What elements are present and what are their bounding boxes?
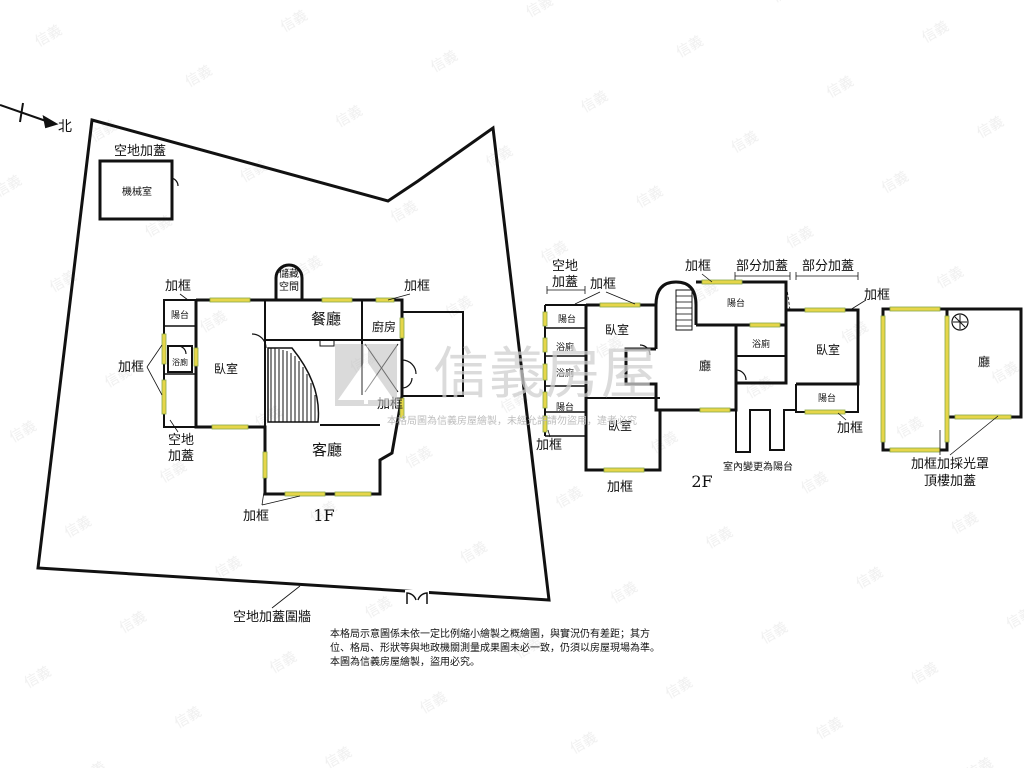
- watermark-sub: 本格局圖為信義房屋繪製，未經允許請勿盜用，違者必究: [387, 414, 637, 427]
- f2-bedroom-3: 臥室: [816, 342, 840, 357]
- floor1-label: 1F: [313, 506, 334, 525]
- f2-bath-3: 浴廁: [752, 338, 770, 350]
- disclaimer-line-1: 本格局示意圖係未依一定比例縮小繪製之概繪圖，與實況仍有差距；其方: [330, 629, 650, 640]
- f2-frame-3: 加框: [864, 288, 890, 303]
- f2-hall: 廳: [699, 358, 711, 373]
- floor1-staircase: [267, 347, 320, 423]
- storage-label-2: 空間: [279, 280, 299, 293]
- frame-note-2: 加框: [404, 279, 430, 294]
- floor1-windows: [161, 297, 405, 497]
- watermark-brand: 信義房屋: [433, 342, 657, 407]
- floor2-door-2: [735, 369, 747, 381]
- north-label: 北: [58, 119, 72, 135]
- living-label: 客廳: [312, 441, 342, 459]
- f2-frame-2-leader: [701, 273, 713, 283]
- balcony-label: 陽台: [171, 309, 189, 321]
- f2-frame-3-leader: [849, 299, 867, 311]
- f2-bath-1: 浴廁: [556, 341, 574, 353]
- vacant-addon-left-2: 加蓋: [168, 449, 194, 464]
- storage-label-1: 儲藏: [279, 268, 299, 280]
- f2-frame-1-leaders: [574, 291, 636, 305]
- f2-partial-addon-1: 部分加蓋: [736, 259, 788, 274]
- frame-note-bottom: 加框: [243, 509, 269, 524]
- frame-note-left: 加框: [118, 360, 144, 375]
- boundary-gate-gap: [405, 590, 429, 606]
- f2-vacant-addon-2: 加蓋: [552, 275, 578, 290]
- f2-partial-addon-2-bracket: [795, 272, 859, 280]
- f2-frame-1: 加框: [590, 277, 616, 292]
- floor2-stair-steps: [676, 295, 692, 327]
- mechanical-room-label: 機械室: [122, 185, 152, 198]
- f2-balcony-1: 陽台: [558, 313, 576, 325]
- f2-bedroom-2: 臥室: [608, 418, 632, 433]
- f2-frame-6: 加框: [607, 480, 633, 495]
- bathroom-label: 浴廁: [172, 357, 188, 367]
- f2-balcony-2: 陽台: [556, 401, 574, 413]
- brand-watermark: [335, 344, 397, 406]
- mechanical-room: [98, 159, 174, 221]
- roof-note-leaders: [939, 415, 999, 456]
- f2-partial-addon-2: 部分加蓋: [802, 259, 854, 274]
- f2-balcony-3: 陽台: [727, 297, 745, 309]
- mechanical-room-door: [170, 177, 179, 187]
- f2-bath-2: 浴廁: [556, 367, 574, 379]
- vacant-addon-left-leader: [169, 419, 179, 433]
- dining-label: 餐廳: [311, 310, 341, 328]
- compass: [0, 102, 59, 129]
- roof-windows: [880, 306, 1012, 453]
- frame-note-left-leaders: [146, 344, 163, 396]
- vacant-addon-top-label: 空地加蓋: [114, 144, 166, 159]
- boundary-wall-note: 空地加蓋圍牆: [233, 610, 311, 625]
- floor2-door-1: [639, 344, 651, 356]
- f2-frame-2: 加框: [685, 259, 711, 274]
- frame-note-1-leader: [179, 293, 189, 301]
- f2-frame-5: 加框: [536, 438, 562, 453]
- frame-note-2-leader: [387, 293, 411, 301]
- frame-note-bottom-leaders: [261, 477, 301, 506]
- roof-hall: 廳: [978, 354, 990, 369]
- f2-vacant-addon-bracket: [546, 286, 586, 294]
- disclaimer-line-2: 位、格局、形狀等與地政機關測量成果圖未必一致，仍須以房屋現場為準。: [330, 643, 660, 654]
- boundary-gate: [406, 592, 428, 604]
- roof-addon: 頂樓加蓋: [924, 474, 976, 489]
- disclaimer: 本格局示意圖係未依一定比例縮小繪製之概繪圖，與實況仍有差距；其方 位、格局、形狀…: [330, 628, 750, 670]
- f2-frame-5-leader: [547, 429, 551, 438]
- f2-partial-addon-1-bracket: [734, 272, 791, 280]
- bath-door: [177, 345, 187, 355]
- site-boundary: [36, 118, 551, 602]
- f2-indoor-change: 室內變更為陽台: [723, 460, 793, 473]
- bedroom-door: [251, 333, 267, 349]
- disclaimer-line-3: 本圖為信義房屋繪製，盜用必究。: [330, 657, 480, 668]
- bedroom-label: 臥室: [214, 361, 238, 376]
- f2-frame-4-leader: [837, 412, 847, 421]
- f2-vacant-addon-1: 空地: [552, 259, 578, 274]
- boundary-wall-leader: [271, 585, 301, 609]
- roof-frame-skylight: 加框加採光罩: [911, 457, 989, 472]
- floor1-counter: [319, 339, 335, 347]
- vacant-addon-left-1: 空地: [168, 433, 194, 448]
- frame-note-1: 加框: [165, 279, 191, 294]
- kitchen-label: 廚房: [372, 319, 396, 334]
- floor2-windows: [542, 279, 846, 473]
- f2-balcony-4: 陽台: [818, 392, 836, 404]
- floor2-label: 2F: [691, 472, 712, 491]
- f2-frame-4: 加框: [837, 421, 863, 436]
- f2-bedroom-1: 臥室: [605, 322, 629, 337]
